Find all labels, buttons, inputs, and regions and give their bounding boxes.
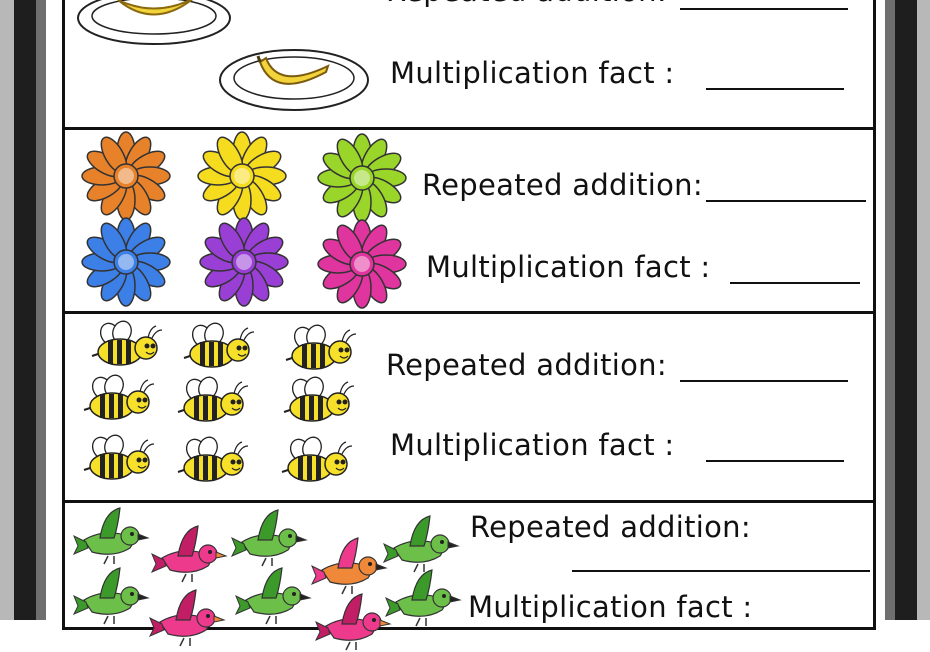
pink-bird-icon [148, 589, 226, 647]
banana-plate-1 [77, 0, 231, 45]
frame-outer-right [917, 0, 930, 620]
bees-repeated-blank[interactable] [680, 380, 848, 382]
green-bird-icon [72, 507, 150, 565]
bee-icon [285, 324, 357, 370]
green-bird-icon [230, 509, 308, 567]
birds-repeated-blank[interactable] [572, 570, 870, 572]
bee-icon [83, 434, 155, 480]
bee-icon [177, 376, 249, 422]
blue-flower-icon [81, 217, 171, 307]
flowers-repeated-label: Repeated addition: [422, 168, 703, 202]
bee-icon [91, 320, 163, 366]
yellow-flower-icon [197, 131, 287, 221]
bananas-fact-label: Multiplication fact : [390, 56, 675, 90]
green-bird-icon [384, 569, 462, 627]
birds-repeated-label: Repeated addition: [470, 510, 751, 544]
green-bird-icon [234, 567, 312, 625]
green-bird-icon [382, 515, 460, 573]
bee-icon [283, 376, 355, 422]
green-flower-icon [317, 133, 407, 223]
frame-inner-left [36, 0, 46, 620]
flowers-fact-blank[interactable] [730, 282, 860, 284]
section-flowers [62, 127, 876, 314]
bees-fact-label: Multiplication fact : [390, 428, 675, 462]
banana-plate-2 [219, 49, 369, 111]
birds-fact-label: Multiplication fact : [468, 590, 753, 624]
bee-icon [177, 436, 249, 482]
bee-icon [83, 374, 155, 420]
bee-icon [183, 322, 255, 368]
green-bird-icon [72, 567, 150, 625]
bananas-repeated-label: Repeated addition: [386, 0, 667, 8]
pink-bird-icon [314, 593, 392, 651]
frame-inner-right [885, 0, 895, 620]
pink-bird-icon [150, 525, 228, 583]
orange-bird-icon [310, 537, 388, 595]
frame-outer-left [0, 0, 14, 620]
frame-dark-right [895, 0, 917, 620]
bees-fact-blank[interactable] [706, 460, 844, 462]
purple-flower-icon [199, 217, 289, 307]
bananas-repeated-blank[interactable] [680, 8, 848, 10]
orange-flower-icon [81, 131, 171, 221]
flowers-repeated-blank[interactable] [706, 200, 866, 202]
bee-icon [281, 436, 353, 482]
frame-dark-left [14, 0, 36, 620]
bees-repeated-label: Repeated addition: [386, 348, 667, 382]
bananas-fact-blank[interactable] [706, 88, 844, 90]
flowers-fact-label: Multiplication fact : [426, 250, 711, 284]
pink-flower-icon [317, 219, 407, 309]
